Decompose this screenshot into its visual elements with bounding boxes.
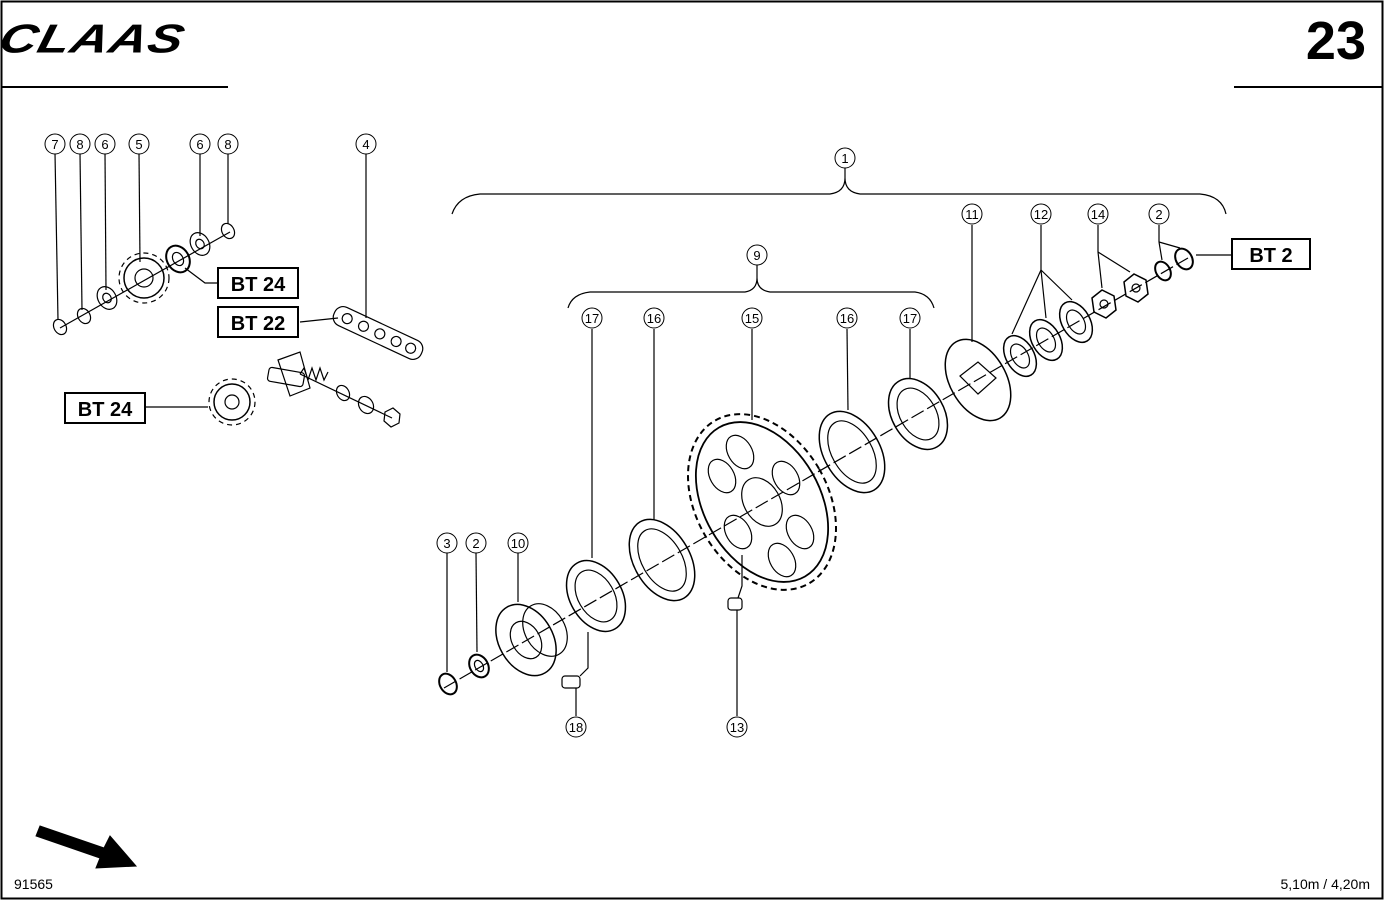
ref-bt2[interactable]: BT 2	[1231, 238, 1311, 270]
svg-text:15: 15	[745, 311, 759, 326]
svg-text:5: 5	[135, 137, 142, 152]
callout-14: 14	[1087, 203, 1109, 225]
callout-1: 1	[834, 147, 856, 169]
callout-15: 15	[741, 307, 763, 329]
callout-9: 9	[746, 244, 768, 266]
svg-text:16: 16	[647, 311, 661, 326]
svg-text:BT 24: BT 24	[78, 399, 133, 421]
callout-8b: 8	[217, 133, 239, 155]
callout-11: 11	[961, 203, 983, 225]
svg-text:BT 24: BT 24	[231, 274, 286, 296]
svg-text:10: 10	[511, 536, 525, 551]
machine-dimensions: 5,10m / 4,20m	[1280, 876, 1371, 892]
callout-13: 13	[726, 716, 748, 738]
callout-17b: 17	[899, 307, 921, 329]
callout-6: 6	[94, 133, 116, 155]
arrow-southeast-icon	[35, 825, 138, 869]
callout-3: 3	[436, 532, 458, 554]
svg-text:BT 2: BT 2	[1249, 245, 1292, 267]
callout-8: 8	[69, 133, 91, 155]
ref-bt24-upper[interactable]: BT 24	[217, 267, 299, 299]
callout-7: 7	[44, 133, 66, 155]
svg-text:4: 4	[362, 137, 369, 152]
svg-text:3: 3	[443, 536, 450, 551]
svg-text:13: 13	[730, 720, 744, 735]
callout-17a: 17	[581, 307, 603, 329]
callout-18: 18	[565, 716, 587, 738]
callout-2b: 2	[465, 532, 487, 554]
callout-6b: 6	[189, 133, 211, 155]
callout-10: 10	[507, 532, 529, 554]
svg-text:18: 18	[569, 720, 583, 735]
svg-text:6: 6	[101, 137, 108, 152]
svg-text:6: 6	[196, 137, 203, 152]
svg-text:2: 2	[1155, 207, 1162, 222]
svg-text:14: 14	[1091, 207, 1105, 222]
svg-text:BT 22: BT 22	[231, 313, 285, 335]
svg-text:9: 9	[753, 248, 760, 263]
ref-bt22[interactable]: BT 22	[217, 306, 299, 338]
ref-bt24-lower[interactable]: BT 24	[64, 392, 146, 424]
svg-text:7: 7	[51, 137, 58, 152]
callout-12: 12	[1030, 203, 1052, 225]
brand-logo: CLAAS	[0, 16, 190, 63]
svg-text:17: 17	[585, 311, 599, 326]
svg-text:11: 11	[965, 207, 979, 222]
callout-16b: 16	[836, 307, 858, 329]
svg-text:8: 8	[224, 137, 231, 152]
svg-text:16: 16	[840, 311, 854, 326]
callout-4: 4	[355, 133, 377, 155]
callout-2: 2	[1148, 203, 1170, 225]
svg-text:1: 1	[841, 151, 848, 166]
svg-text:17: 17	[903, 311, 917, 326]
svg-text:8: 8	[76, 137, 83, 152]
callout-5: 5	[128, 133, 150, 155]
callout-group: 7 8 6 5 6 8 4 1 9 11 12 14 2 17 16 15 16…	[44, 133, 1170, 738]
callout-16a: 16	[643, 307, 665, 329]
page-number: 23	[1305, 11, 1366, 71]
svg-text:12: 12	[1034, 207, 1048, 222]
svg-text:2: 2	[472, 536, 479, 551]
figure-id: 91565	[14, 876, 53, 892]
